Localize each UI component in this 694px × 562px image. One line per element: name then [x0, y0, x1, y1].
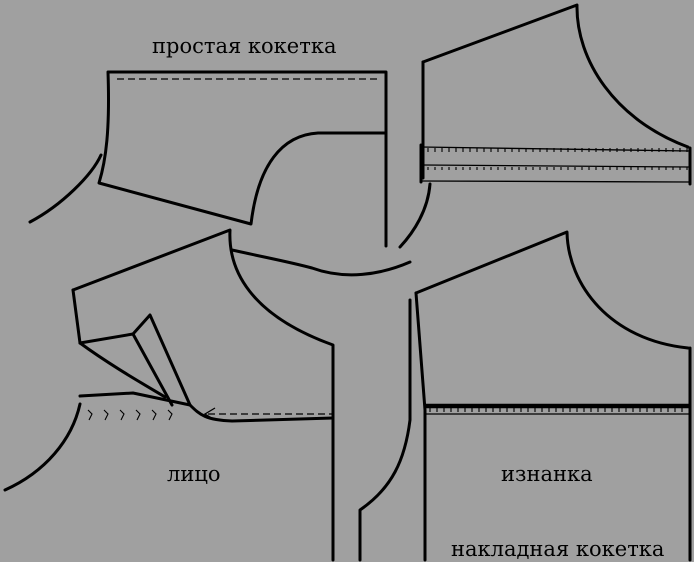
- face-yoke-fold-inner: [131, 332, 174, 407]
- hand-stitch-mark: [151, 409, 157, 421]
- hand-stitch-mark: [135, 409, 141, 421]
- seam-band-hatching: [427, 148, 688, 170]
- seam-band-bottom: [420, 180, 691, 183]
- face-hand-stitches: [87, 409, 173, 421]
- center-neck-curve: [230, 248, 412, 277]
- wrong-side-label: изнанка: [501, 462, 593, 486]
- wrong-side-panel: [414, 230, 692, 562]
- top-right-armhole: [398, 182, 432, 249]
- simple-yoke-piece: [97, 70, 388, 226]
- hand-stitch-mark: [119, 409, 125, 421]
- simple-yoke-armhole-curve: [28, 153, 103, 224]
- face-panel: [3, 228, 335, 562]
- overlay-yoke-label: накладная кокетка: [451, 537, 665, 561]
- hand-stitch-mark: [167, 409, 173, 421]
- face-yoke-lower-edge: [78, 341, 167, 399]
- simple-yoke-label: простая кокетка: [152, 34, 337, 58]
- face-label: лицо: [167, 462, 221, 486]
- center-curve: [230, 248, 412, 562]
- wrong-side-yoke-outline: [414, 230, 690, 350]
- face-body-seam: [188, 403, 335, 423]
- face-yoke-piece: [71, 228, 335, 562]
- top-right-panel: [398, 3, 692, 249]
- wrong-side-hatching: [429, 406, 683, 412]
- face-body-top: [78, 391, 192, 407]
- simple-yoke-panel: [28, 70, 388, 248]
- seam-band-top: [420, 146, 691, 152]
- center-lower-curve: [358, 298, 412, 562]
- hand-stitch-mark: [103, 409, 109, 421]
- hand-stitch-mark: [87, 409, 93, 421]
- face-yoke-left-edge: [71, 288, 82, 345]
- face-stitch-arrow: [203, 407, 216, 421]
- face-yoke-fold-edge: [78, 313, 192, 407]
- face-armhole: [3, 402, 82, 492]
- seam-band-mid: [422, 164, 691, 168]
- top-right-yoke-outline: [421, 3, 690, 149]
- wrong-side-left-edge: [414, 291, 427, 562]
